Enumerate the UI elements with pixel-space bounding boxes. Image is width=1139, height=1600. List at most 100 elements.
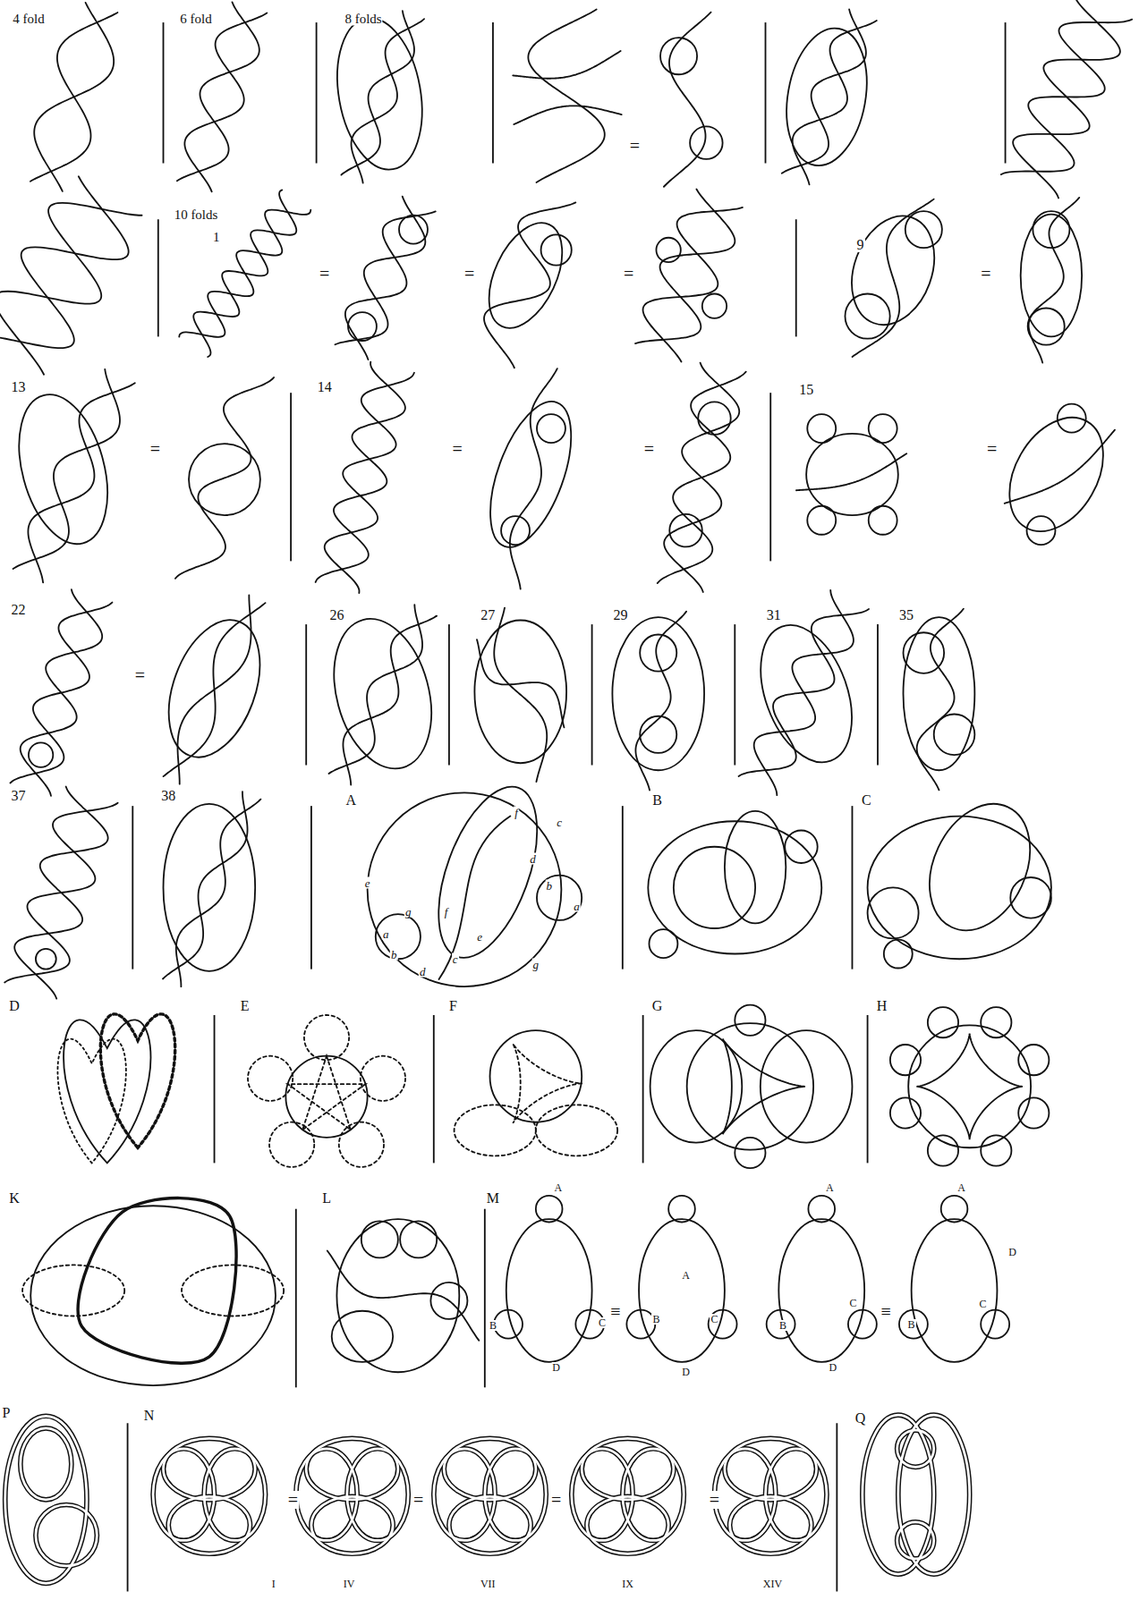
curve <box>77 1198 237 1365</box>
loop-circle <box>269 1122 315 1168</box>
loop-ellipse <box>535 1105 618 1156</box>
strand <box>510 368 558 589</box>
loop-circle <box>375 914 421 960</box>
region-letter: g <box>532 958 541 970</box>
loop-ellipse <box>581 1438 674 1500</box>
twist-strand <box>334 196 425 346</box>
loop-circle <box>734 1138 765 1169</box>
loop-circle <box>927 1007 959 1038</box>
figure-label: 8 folds <box>343 11 383 26</box>
figure-label: = <box>412 1491 425 1510</box>
region-letter: a <box>572 900 581 912</box>
loop-ellipse <box>730 1496 812 1555</box>
figure-label: = <box>287 1491 299 1510</box>
figure-label: ≡ <box>609 1302 621 1321</box>
figure-label: = <box>643 440 655 459</box>
loop-ellipse <box>898 1415 970 1575</box>
loop-circle <box>766 1310 796 1340</box>
loop-circle <box>908 1025 1031 1148</box>
loop-circle <box>927 1135 959 1166</box>
strand <box>527 9 604 183</box>
figure-label: L <box>321 1191 332 1207</box>
strand <box>663 12 712 187</box>
loop-ellipse <box>806 433 899 516</box>
loop-ellipse <box>418 773 557 971</box>
strand <box>476 639 564 728</box>
loop-ellipse <box>311 1496 393 1555</box>
figure-label: D <box>827 1362 838 1374</box>
region-letter: d <box>528 853 537 866</box>
loop-circle <box>668 1196 696 1224</box>
strand <box>852 199 935 357</box>
separator-bar <box>765 22 767 163</box>
loop-circle <box>1057 404 1087 434</box>
loop-circle <box>807 1196 835 1224</box>
loop-ellipse <box>650 1030 743 1143</box>
separator-bar <box>867 1015 869 1164</box>
figure-label: H <box>875 999 889 1014</box>
separator-bar <box>795 219 798 337</box>
figure-label: G <box>651 999 664 1014</box>
figure-label: VII <box>479 1579 497 1590</box>
twist-strand <box>20 589 102 797</box>
loop-ellipse <box>168 1496 250 1555</box>
loop-circle <box>697 401 731 435</box>
loop-circle <box>35 1505 97 1567</box>
figure-label: 22 <box>10 603 27 618</box>
separator-bar <box>157 219 160 337</box>
figure-label: N <box>143 1409 156 1424</box>
curve <box>57 1039 126 1165</box>
separator-bar <box>876 624 879 765</box>
curve <box>916 1034 1023 1141</box>
figure-label: 15 <box>798 382 815 398</box>
loop-circle <box>687 1023 814 1150</box>
separator-bar <box>835 1423 838 1592</box>
figure-label: E <box>239 999 251 1014</box>
twist-strand <box>177 1 260 181</box>
loop-circle <box>708 1310 738 1340</box>
loop-ellipse <box>903 617 976 771</box>
loop-ellipse <box>20 1428 72 1501</box>
twist-strand <box>0 203 143 375</box>
loop-circle <box>285 1056 367 1139</box>
figure-label: = <box>986 440 998 459</box>
loop-circle <box>868 506 898 536</box>
figure-label: 13 <box>10 380 27 395</box>
separator-bar <box>621 806 624 970</box>
loop-ellipse <box>163 804 256 972</box>
figure-label: A <box>824 1182 835 1194</box>
loop-circle <box>868 414 898 443</box>
separator-bar <box>1004 22 1007 163</box>
figure-label: D <box>551 1362 561 1374</box>
loop-ellipse <box>22 1265 125 1317</box>
loop-circle <box>884 940 913 969</box>
loop-ellipse <box>168 1496 250 1555</box>
loop-ellipse <box>990 400 1122 548</box>
separator-bar <box>131 806 134 970</box>
loop-ellipse <box>318 608 447 781</box>
loop-circle <box>669 514 703 548</box>
region-letter: f <box>513 806 519 818</box>
strand <box>484 202 576 368</box>
loop-circle <box>660 37 697 75</box>
loop-circle <box>1018 1045 1049 1076</box>
loop-circle <box>536 414 566 443</box>
strand <box>1004 430 1115 504</box>
separator-bar <box>310 806 313 970</box>
separator-bar <box>484 1209 486 1389</box>
loop-circle <box>541 234 572 265</box>
twist-strand <box>162 791 248 979</box>
loop-ellipse <box>306 1438 399 1500</box>
loop-ellipse <box>909 788 1050 948</box>
loop-circle <box>890 1097 921 1129</box>
loop-ellipse <box>730 1496 812 1555</box>
figure-label: 1 <box>212 229 221 244</box>
strand <box>175 377 274 579</box>
figure-label: B <box>651 793 663 808</box>
loop-circle <box>361 1221 399 1258</box>
loop-circle <box>655 238 680 263</box>
separator-bar <box>448 624 451 765</box>
loop-ellipse <box>30 1206 276 1386</box>
loop-circle <box>501 516 530 545</box>
